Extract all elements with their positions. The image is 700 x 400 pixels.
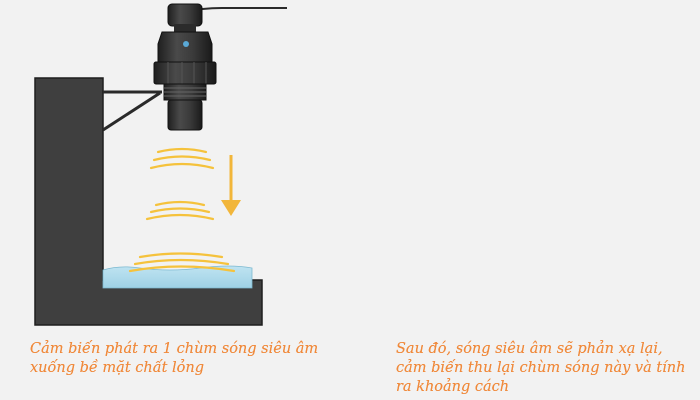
caption-right-text: Sau đó, sóng siêu âm sẽ phản xạ lại, cảm… (396, 341, 686, 395)
left-panel (34, 3, 288, 326)
mounting-bracket-left (102, 90, 162, 132)
arrow-down-icon (221, 155, 241, 216)
emitted-waves (128, 147, 236, 273)
tank-left (34, 77, 263, 326)
caption-right: Sau đó, sóng siêu âm sẽ phản xạ lại, cảm… (396, 341, 686, 395)
caption-left-text: Cảm biến phát ra 1 chùm sóng siêu âm xuố… (30, 341, 319, 376)
liquid-left (102, 265, 253, 289)
caption-left: Cảm biến phát ra 1 chùm sóng siêu âm xuố… (30, 341, 319, 376)
ultrasonic-sensor-icon (153, 3, 288, 131)
